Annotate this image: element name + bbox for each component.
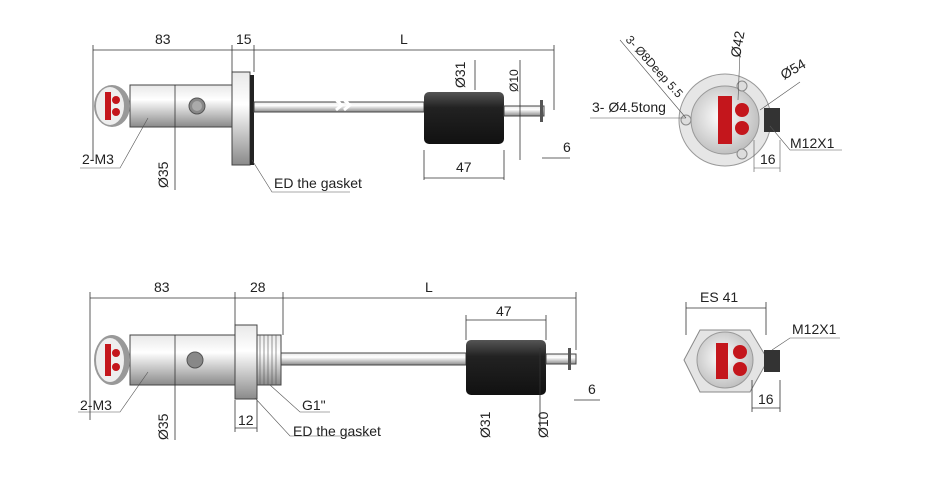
connector-icon bbox=[764, 350, 780, 372]
dim-thread-length: 28 bbox=[250, 279, 266, 295]
bottom-side-view: 83 28 L 47 6 2-M3 Ø35 12 G1" ED the gask… bbox=[78, 279, 600, 440]
dim-float-length: 47 bbox=[496, 303, 512, 319]
float bbox=[424, 92, 504, 144]
hex-nut bbox=[234, 324, 258, 400]
dim-connector: 16 bbox=[758, 391, 774, 407]
dim-connector: 16 bbox=[760, 151, 776, 167]
float bbox=[466, 340, 546, 395]
display-icon bbox=[718, 96, 732, 144]
through-hole-label: 3- Ø4.5tong bbox=[592, 99, 666, 115]
display-icon bbox=[105, 344, 111, 376]
gasket bbox=[250, 75, 254, 165]
dim-length: L bbox=[425, 279, 433, 295]
dim-end: 6 bbox=[563, 139, 571, 155]
connector-icon bbox=[764, 108, 780, 132]
flange bbox=[231, 71, 251, 166]
top-side-view: 83 15 L Ø31 Ø10 6 47 2-M3 Ø35 ED the gas… bbox=[80, 31, 571, 193]
bottom-end-view: ES 41 M12X1 16 bbox=[683, 289, 840, 412]
dim-rod-diameter: Ø10 bbox=[535, 411, 551, 438]
dim-rod-diameter: Ø10 bbox=[507, 69, 521, 92]
dim-body-length: 83 bbox=[154, 279, 170, 295]
thread-label: M12X1 bbox=[790, 135, 835, 151]
display-icon bbox=[716, 343, 728, 379]
dim-end: 6 bbox=[588, 381, 596, 397]
dim-length: L bbox=[400, 31, 408, 47]
hex-size-label: ES 41 bbox=[700, 289, 738, 305]
thread-label: M12X1 bbox=[792, 321, 837, 337]
dim-body-diameter: Ø35 bbox=[155, 161, 171, 188]
thread bbox=[256, 334, 282, 386]
dim-thread-engagement: 12 bbox=[238, 412, 254, 428]
screw-label: 2-M3 bbox=[80, 397, 112, 413]
holes-label: 3- Ø8Deep 5.5 bbox=[623, 33, 686, 101]
connector-port-icon bbox=[186, 351, 204, 369]
sensor-body bbox=[129, 84, 233, 128]
dim-outer-diameter: Ø54 bbox=[778, 55, 809, 82]
dim-flange-thickness: 15 bbox=[236, 31, 252, 47]
thread-label: G1" bbox=[302, 397, 326, 413]
top-end-view: 3- Ø8Deep 5.5 Ø42 Ø54 3- Ø4.5tong M12X1 … bbox=[590, 29, 842, 172]
dim-inner-diameter: Ø42 bbox=[727, 29, 747, 58]
gasket-label: ED the gasket bbox=[293, 423, 381, 439]
rod bbox=[280, 352, 467, 366]
gasket-label: ED the gasket bbox=[274, 175, 362, 191]
dim-body-diameter: Ø35 bbox=[155, 413, 171, 440]
sensor-body bbox=[129, 334, 236, 386]
display-icon bbox=[105, 92, 111, 120]
dim-float-diameter: Ø31 bbox=[477, 411, 493, 438]
dim-body-length: 83 bbox=[155, 31, 171, 47]
dim-float-length: 47 bbox=[456, 159, 472, 175]
screw-label: 2-M3 bbox=[82, 151, 114, 167]
dim-float-diameter: Ø31 bbox=[452, 61, 468, 88]
